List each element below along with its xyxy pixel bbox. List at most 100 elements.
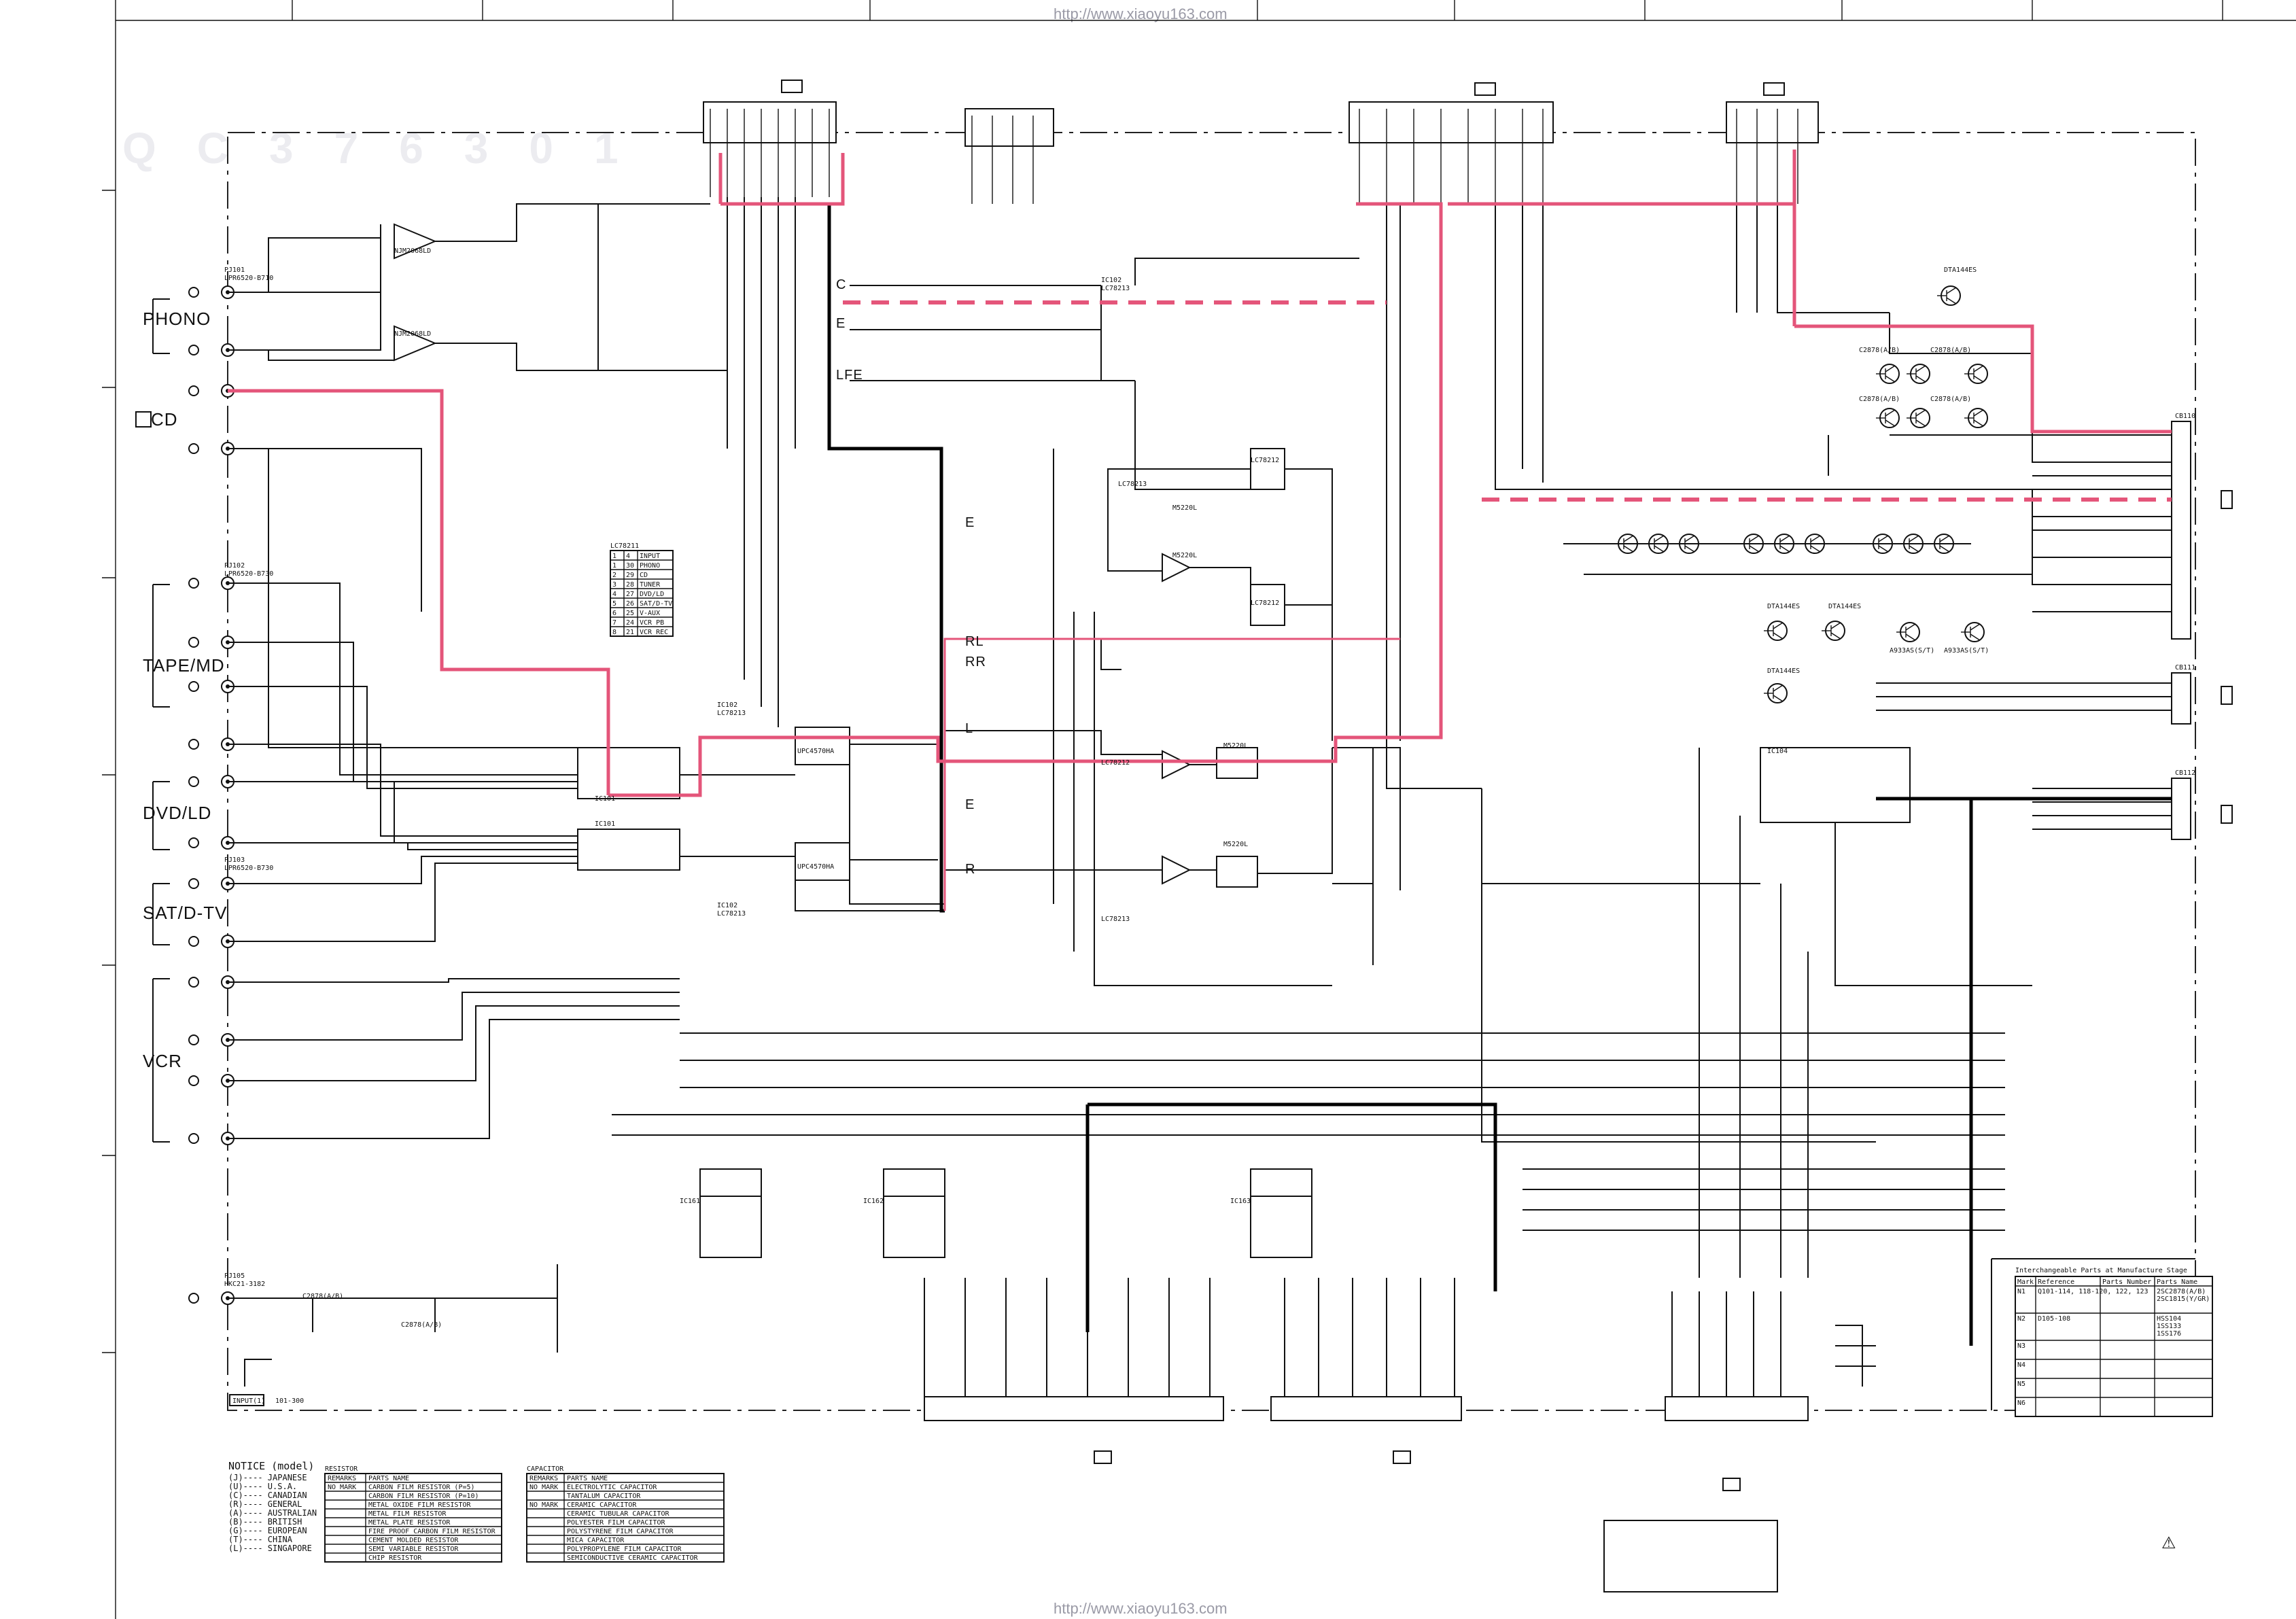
lc78213-label-b: LC78213 [717, 910, 746, 918]
resistor-table-cell: METAL FILM RESISTOR [368, 1510, 447, 1518]
wire-10 [680, 744, 938, 860]
transistor-lower-3 [1896, 622, 1920, 642]
pin-table-cell: 28 [626, 581, 634, 589]
ic162-group: IC162 [863, 1168, 945, 1205]
bottom-connector-middle [1270, 1396, 1462, 1464]
pin-table-cell: CD [640, 572, 648, 579]
interchange-cell: Q101-114, 118-120, 122, 123 [2038, 1288, 2149, 1295]
interchange-frame [1991, 1258, 2195, 1410]
pj103-label: PJ103 [224, 856, 245, 864]
pin-table-cell: SAT/D-TV [640, 600, 672, 608]
cd-box-icon [135, 411, 152, 428]
pin-table-cell: VCR PB [640, 619, 664, 627]
resistor-table-cell: REMARKS [328, 1475, 356, 1482]
resistor-table-cell: CHIP RESISTOR [368, 1554, 422, 1562]
dta144es-label-b: DTA144ES [1767, 603, 1800, 610]
pj103-part: LPR6520-B730 [224, 865, 273, 872]
capacitor-table-cell: NO MARK [529, 1484, 558, 1491]
transistor-lower-1 [1764, 621, 1788, 641]
wire-17 [945, 748, 1333, 874]
m5220l-label-c: M5220L [1223, 742, 1248, 750]
signal-path-rear [943, 638, 1400, 911]
resistor-table-cell: METAL OXIDE FILM RESISTOR [368, 1501, 471, 1509]
resistor-table-cell: SEMI VARIABLE RESISTOR [368, 1546, 459, 1553]
notice-item: (C)---- CANADIAN [228, 1491, 307, 1500]
capacitor-table-cell: POLYSTYRENE FILM CAPACITOR [567, 1528, 674, 1535]
cb110-connector: CB110 [2171, 413, 2233, 640]
pj102-part: LPR6520-B730 [224, 570, 273, 578]
channel-l: L [965, 721, 973, 736]
pin-table-cell: 29 [626, 572, 634, 579]
ic101-label-a: IC101 [595, 795, 615, 803]
ic104-label: IC104 [1767, 748, 1788, 755]
upc4570ha-lower: UPC4570HA [795, 842, 850, 881]
pin-table-cell: 1 [612, 562, 616, 570]
signal-path-top [718, 153, 845, 206]
pin-table-cell: 26 [626, 600, 634, 608]
input-label-box [229, 1394, 264, 1406]
interchange-cell: N5 [2017, 1380, 2025, 1388]
lc78212-label-c: LC78212 [1101, 759, 1130, 767]
wire-12 [727, 197, 796, 727]
pj105-label: PJ105 [224, 1272, 245, 1280]
a933-label-b: A933AS(S/T) [1944, 647, 1989, 655]
lc78213-label-e: LC78213 [1101, 916, 1130, 923]
left-ruler-ticks [102, 190, 116, 1353]
c2878-label-d: C2878(A/B) [1930, 396, 1971, 403]
pin-table-cell: PHONO [640, 562, 660, 570]
wire-11 [795, 744, 945, 911]
transistor-upper-7 [1964, 408, 1988, 428]
resistor-table-cell: CARBON FILM RESISTOR (P=5) [368, 1484, 475, 1491]
wiring [228, 197, 2172, 1397]
wire-8 [228, 856, 578, 942]
cb111-connector: CB111 [2171, 664, 2233, 725]
notice-item: (R)---- GENERAL [228, 1499, 302, 1509]
pin-table-cell: DVD/LD [640, 591, 664, 598]
capacitor-table-cell: POLYESTER FILM CAPACITOR [567, 1519, 665, 1527]
svg-text:UPC4570HA: UPC4570HA [797, 748, 834, 755]
capacitor-table-cell: SEMICONDUCTIVE CERAMIC CAPACITOR [567, 1554, 699, 1562]
wire-6 [228, 582, 578, 789]
transistor-upper-2 [1876, 364, 1900, 384]
transistor-array-lower [1764, 621, 1985, 703]
main-bus-3 [1876, 797, 2172, 1346]
svg-text:IC162: IC162 [863, 1198, 884, 1205]
svg-text:CB112: CB112 [2175, 769, 2195, 777]
ic102-label-a: IC102 [717, 701, 737, 709]
m5220l-label-b: M5220L [1172, 552, 1197, 559]
wire-19 [1481, 788, 1876, 1143]
capacitor-table-cell: POLYPROPYLENE FILM CAPACITOR [567, 1546, 682, 1553]
dta144es-label-c: DTA144ES [1828, 603, 1861, 610]
pin-table-cell: 27 [626, 591, 634, 598]
notice-item: (L)---- SINGAPORE [228, 1544, 312, 1553]
wire-30 [924, 1278, 1211, 1397]
notice-item: (A)---- AUSTRALIAN [228, 1508, 317, 1518]
channel-e2: E [965, 515, 975, 530]
interchange-cell: 1SS133 [2157, 1323, 2181, 1330]
input-vcr-label: VCR [143, 1051, 182, 1071]
transistor-lower-2 [1822, 621, 1845, 641]
signal-path-right [1448, 150, 2172, 434]
transistor-lower-4 [1961, 622, 1985, 642]
input-label: INPUT(1) [232, 1397, 265, 1405]
notice-legend: NOTICE (model)(J)---- JAPANESE(U)---- U.… [228, 1460, 317, 1553]
wire-28 [1523, 1168, 2005, 1231]
pin-table-cell: TUNER [640, 581, 661, 589]
transistor-upper-1 [1937, 285, 1961, 306]
svg-text:IC161: IC161 [680, 1198, 700, 1205]
main-bus-1 [731, 202, 945, 913]
njm2068ld-lower: NJM2068LD [394, 325, 437, 362]
lc78212-label-a: LC78212 [1251, 457, 1279, 464]
pin-table-cell: 21 [626, 629, 634, 636]
interchangeable-parts-table: Interchangeable Parts at Manufacture Sta… [1991, 1258, 2213, 1417]
interchange-cell: Mark [2017, 1278, 2034, 1286]
footer-url[interactable]: http://www.xiaoyu163.com [1054, 1600, 1228, 1617]
header-url[interactable]: http://www.xiaoyu163.com [1054, 5, 1228, 22]
wire-21 [1563, 489, 2172, 585]
top-ruler-ticks [292, 0, 2223, 20]
c2878-label-e: C2878(A/B) [302, 1293, 343, 1300]
upc4570ha-upper: UPC4570HA [795, 727, 850, 765]
